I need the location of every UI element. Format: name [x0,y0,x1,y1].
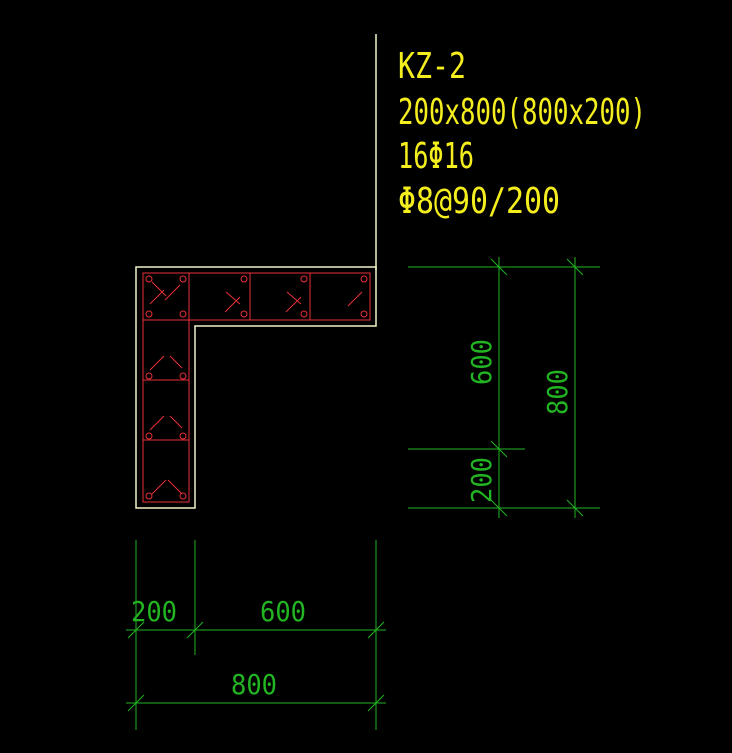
tick-mark [367,694,385,712]
dim-bottom-total: 800 [231,668,277,701]
dim-right-total: 800 [541,369,574,415]
tick-mark [566,499,584,517]
right-dimension-labels: 600 200 800 [465,339,574,503]
longitudinal-rebar-spec: 16Φ16 [398,136,474,177]
tick-mark [490,440,508,458]
tick-mark [367,621,385,639]
stirrup-spec: Φ8@90/200 [398,181,560,222]
rebar-cage [142,272,371,503]
column-name: KZ-2 [398,46,466,87]
column-outline [135,266,377,509]
longitudinal-bars [145,275,368,500]
column-label: KZ-2 200x800(800x200) 16Φ16 Φ8@90/200 [398,46,646,222]
column-size: 200x800(800x200) [398,92,646,133]
bottom-dimension [126,540,386,730]
dim-right-upper: 600 [465,339,498,385]
tick-mark [127,621,145,639]
tick-mark [127,694,145,712]
right-dimension [408,257,600,518]
stirrup-hook-marks [149,281,363,495]
dim-bottom-left: 200 [131,595,177,628]
tick-mark [490,258,508,276]
dim-bottom-right: 600 [260,595,306,628]
dim-right-lower: 200 [465,457,498,503]
tick-mark [566,258,584,276]
tick-mark [490,499,508,517]
stirrup-outer [142,272,371,503]
bottom-dimension-labels: 200 600 800 [131,595,306,701]
tick-mark [186,621,204,639]
